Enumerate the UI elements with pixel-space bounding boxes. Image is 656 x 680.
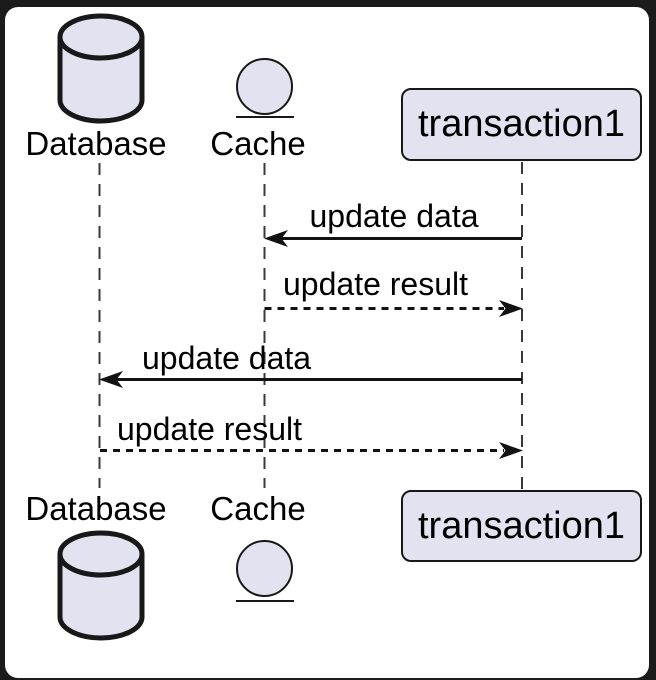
message-label-update-result-2: update result <box>117 411 303 447</box>
entity-icon-underline <box>236 600 294 602</box>
participant-label-cache-bottom: Cache <box>210 490 306 527</box>
participant-box-transaction1-bottom: transaction1 <box>401 490 642 562</box>
message-label-update-result-1: update result <box>283 266 469 302</box>
message-label-update-data-2: update data <box>142 340 312 376</box>
arrowhead-left-2 <box>99 371 123 388</box>
entity-icon <box>236 58 293 115</box>
entity-icon <box>236 540 293 597</box>
participant-box-label: transaction1 <box>417 504 625 547</box>
participant-label-database-top: Database <box>25 125 167 162</box>
participant-box-transaction1-top: transaction1 <box>401 88 642 161</box>
database-icon <box>57 530 145 641</box>
participant-label-cache-top: Cache <box>210 125 306 162</box>
entity-icon-underline <box>236 116 294 118</box>
participant-label-database-bottom: Database <box>25 490 167 527</box>
database-icon <box>57 13 145 124</box>
participant-box-label: transaction1 <box>417 103 625 145</box>
arrowhead-right-2 <box>499 442 523 459</box>
arrowhead-right-1 <box>499 300 523 317</box>
message-label-update-data-1: update data <box>309 198 479 234</box>
arrowhead-left-1 <box>264 230 288 247</box>
